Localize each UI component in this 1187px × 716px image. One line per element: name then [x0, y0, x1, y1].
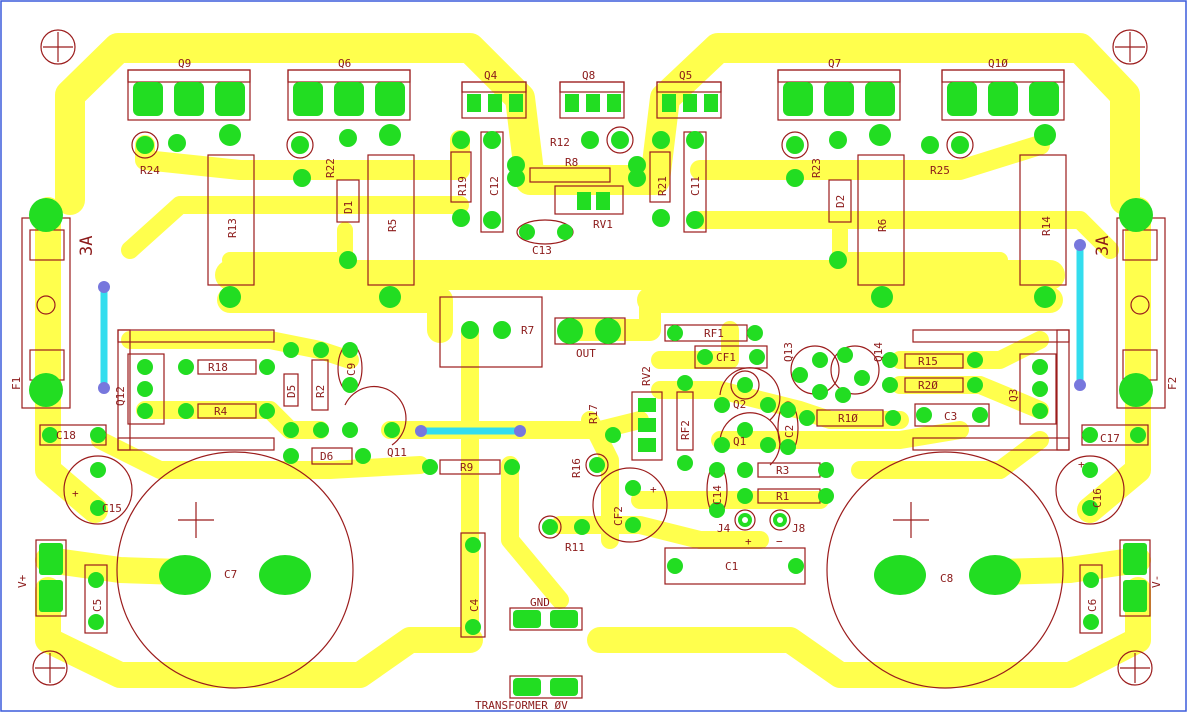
label-r8: R8 — [565, 156, 578, 169]
label-fuse-left-rating: 3A — [77, 236, 97, 256]
label-f2: F2 — [1166, 377, 1179, 390]
label-q3: Q3 — [1007, 389, 1020, 402]
label-transformer: TRANSFORMER ØV — [475, 699, 568, 712]
label-j8: J8 — [792, 522, 805, 535]
label-c9: C9 — [345, 363, 358, 376]
label-c16-plus: + — [1078, 458, 1085, 471]
label-rv1: RV1 — [593, 218, 613, 231]
label-q1: Q1 — [733, 435, 746, 448]
label-r25: R25 — [930, 164, 950, 177]
label-r1: R1 — [776, 490, 789, 503]
label-r14: R14 — [1040, 216, 1053, 236]
label-r24: R24 — [140, 164, 160, 177]
label-r18: R18 — [208, 361, 228, 374]
jumper-wires — [98, 239, 1086, 437]
label-r10: R1Ø — [838, 412, 858, 425]
label-r2: R2 — [314, 385, 327, 398]
label-r12: R12 — [550, 136, 570, 149]
label-r4: R4 — [214, 405, 228, 418]
label-q2: Q2 — [733, 398, 746, 411]
label-c17: C17 — [1100, 432, 1120, 445]
label-q8: Q8 — [582, 69, 595, 82]
label-r20: R2Ø — [918, 379, 938, 392]
label-q6: Q6 — [338, 57, 351, 70]
label-q10: Q1Ø — [988, 57, 1008, 70]
mounting-hole-icon — [32, 650, 68, 686]
label-q7: Q7 — [828, 57, 841, 70]
label-fuse-right-rating: 3A — [1093, 236, 1113, 256]
label-r16: R16 — [570, 458, 583, 478]
label-q13: Q13 — [782, 342, 795, 362]
label-vplus: V+ — [16, 574, 29, 588]
label-c18: C18 — [56, 429, 76, 442]
label-c12: C12 — [488, 176, 501, 196]
label-d6: D6 — [320, 450, 333, 463]
label-c15: C15 — [102, 502, 122, 515]
label-r7: R7 — [521, 324, 534, 337]
label-r23: R23 — [810, 158, 823, 178]
label-r22: R22 — [324, 158, 337, 178]
label-c3: C3 — [944, 410, 957, 423]
label-q5: Q5 — [679, 69, 692, 82]
label-d5: D5 — [285, 385, 298, 398]
label-c7: C7 — [224, 568, 237, 581]
label-r6: R6 — [876, 219, 889, 232]
label-q9: Q9 — [178, 57, 191, 70]
label-j4-plus: + — [745, 535, 752, 548]
label-c8: C8 — [940, 572, 953, 585]
component-labels: Q9 Q6 Q4 Q8 Q5 Q7 Q1Ø R24 R22 R19 C12 R1… — [10, 57, 1179, 712]
label-c1: C1 — [725, 560, 738, 573]
label-q11: Q11 — [387, 446, 407, 459]
label-c11: C11 — [689, 176, 702, 196]
label-r21: R21 — [656, 176, 669, 196]
label-c6: C6 — [1086, 599, 1099, 612]
label-q14: Q14 — [872, 342, 885, 362]
label-j8-minus: − — [776, 535, 783, 548]
label-r15: R15 — [918, 355, 938, 368]
label-r9: R9 — [460, 461, 473, 474]
label-c4: C4 — [468, 598, 481, 612]
label-q4: Q4 — [484, 69, 498, 82]
label-c15-plus: + — [72, 487, 79, 500]
label-cf2-plus: + — [650, 483, 657, 496]
label-c14: C14 — [711, 485, 724, 505]
label-d1: D1 — [342, 201, 355, 214]
label-rf2: RF2 — [679, 420, 692, 440]
label-c2: C2 — [783, 425, 796, 438]
label-rv2: RV2 — [640, 366, 653, 386]
label-out: OUT — [576, 347, 596, 360]
label-cf1: CF1 — [716, 351, 736, 364]
label-j4: J4 — [717, 522, 731, 535]
label-c13: C13 — [532, 244, 552, 257]
label-r13: R13 — [226, 218, 239, 238]
label-gnd: GND — [530, 596, 550, 609]
label-cf2: CF2 — [612, 506, 625, 526]
label-rf1: RF1 — [704, 327, 724, 340]
mounting-hole-icon — [1117, 650, 1153, 686]
label-r17: R17 — [587, 404, 600, 424]
label-r19: R19 — [456, 176, 469, 196]
label-c16: C16 — [1091, 488, 1104, 508]
copper-pads — [29, 82, 1153, 696]
label-r3: R3 — [776, 464, 789, 477]
mounting-hole-icon — [1112, 29, 1148, 65]
mounting-holes — [32, 29, 1153, 686]
label-d2: D2 — [834, 195, 847, 208]
label-q12: Q12 — [114, 386, 127, 406]
label-r11: R11 — [565, 541, 585, 554]
mounting-hole-icon — [40, 29, 76, 65]
label-vminus: V- — [1150, 575, 1163, 588]
label-c5: C5 — [91, 599, 104, 612]
label-f1: F1 — [10, 377, 23, 390]
label-r5: R5 — [386, 219, 399, 232]
